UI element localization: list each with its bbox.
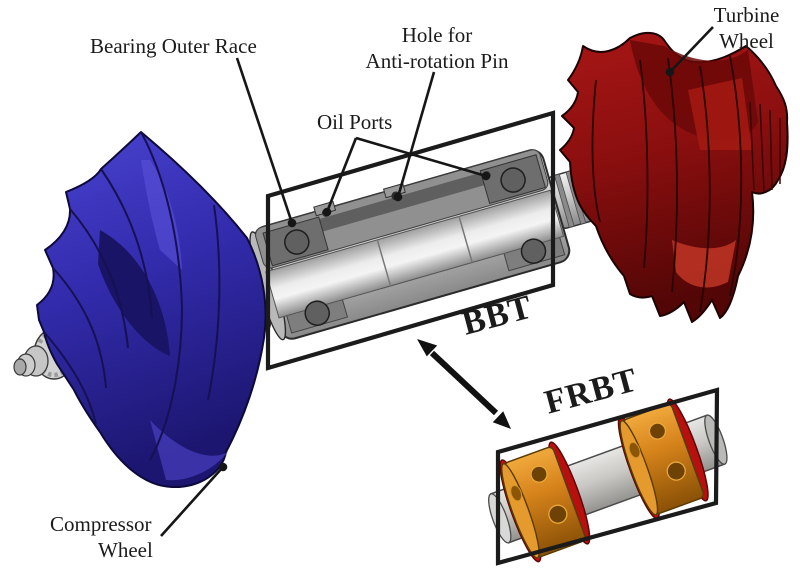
floating-ring-right — [617, 398, 709, 520]
label-anti-rotation-line2: Anti-rotation Pin — [365, 49, 509, 73]
bearing-ball — [304, 300, 330, 326]
leader-compressor-wheel — [160, 466, 224, 537]
compressor-wheel-graphic — [13, 131, 267, 489]
leader-anti-rotation-pin — [396, 71, 436, 198]
frbt-frame — [495, 387, 720, 566]
label-turbine-line2: Wheel — [719, 29, 774, 53]
frbt-inset-graphic — [488, 387, 728, 566]
label-anti-rotation-line1: Hole for — [401, 23, 473, 47]
leader-oil-port-left — [325, 137, 358, 213]
label-anti-rotation-pin: Hole for Anti-rotation Pin — [351, 22, 523, 74]
label-oil-ports: Oil Ports — [317, 110, 393, 134]
leader-turbine-wheel — [669, 26, 714, 73]
turbine-blade-lines — [591, 55, 743, 313]
leader-lines — [160, 26, 714, 537]
double-headed-arrow — [417, 339, 511, 429]
label-compressor-line1: Compressor — [50, 512, 152, 536]
label-turbine-wheel: Turbine Wheel — [699, 2, 794, 54]
turbine-boss-ribs — [749, 101, 781, 193]
leader-dots — [218, 67, 675, 472]
bearing-ball — [500, 167, 526, 193]
bearing-ball — [284, 229, 310, 255]
floating-ring-left — [499, 441, 591, 563]
bbt-frame — [265, 110, 556, 371]
leader-oil-port-right — [355, 136, 487, 178]
compressor-blade-lines — [43, 131, 221, 461]
turbine-wheel-graphic — [559, 32, 789, 323]
label-turbine-line1: Turbine — [713, 3, 780, 27]
bearing-ball — [520, 238, 547, 264]
label-bearing-outer-race: Bearing Outer Race — [90, 34, 257, 58]
leader-bearing-outer-race — [235, 57, 294, 224]
label-compressor-line2: Wheel — [98, 538, 153, 562]
